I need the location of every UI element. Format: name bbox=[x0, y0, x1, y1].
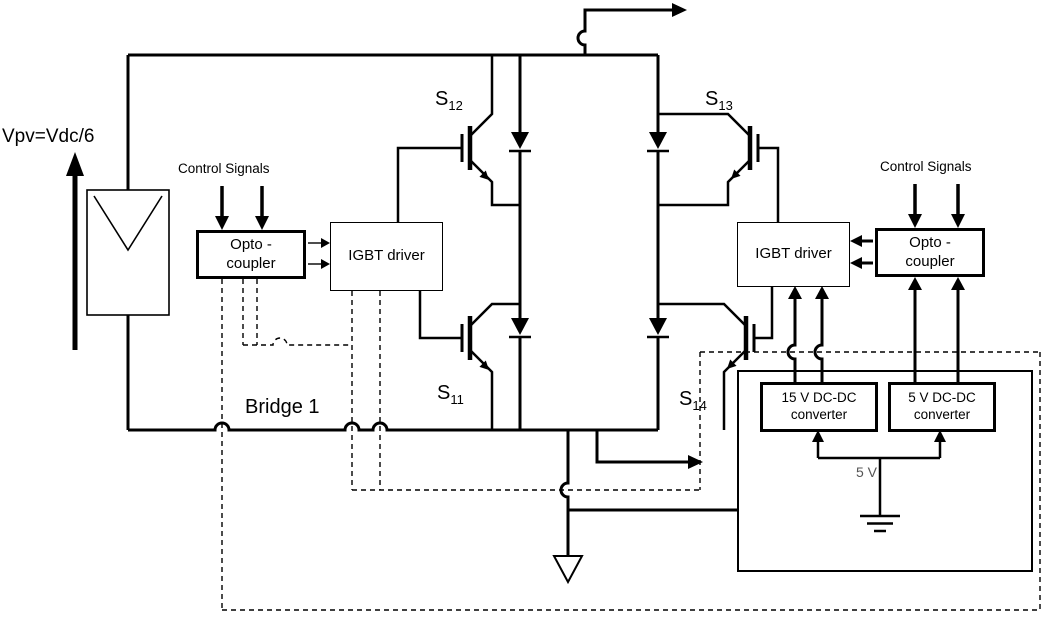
five-volt-feed-wires bbox=[812, 430, 946, 516]
igbt-s11-symbol bbox=[460, 302, 520, 430]
opto-coupler-right-label-line1: Opto - bbox=[909, 233, 951, 251]
freewheel-diodes bbox=[509, 132, 669, 339]
switch-s14-subscript: 14 bbox=[692, 398, 707, 413]
dcdc-5v-converter-block: 5 V DC-DC converter bbox=[888, 382, 996, 432]
igbt-driver-right-block: IGBT driver bbox=[737, 222, 850, 287]
switch-s13-base: S bbox=[705, 88, 719, 110]
diode-s14 bbox=[647, 318, 669, 339]
switch-label-s12: S12 bbox=[435, 88, 463, 113]
switch-s14-base: S bbox=[679, 388, 693, 410]
dashed-signal-paths bbox=[221, 279, 1041, 611]
igbt-driver-left-label: IGBT driver bbox=[348, 247, 425, 265]
output-wire-top bbox=[576, 8, 672, 55]
igbt-s14-symbol bbox=[658, 302, 756, 430]
pv-panel-symbol bbox=[86, 189, 170, 316]
bottom-bus-wire bbox=[128, 421, 658, 432]
switch-s12-subscript: 12 bbox=[448, 98, 463, 113]
igbt-s13-symbol bbox=[658, 112, 760, 207]
diode-s11 bbox=[509, 318, 531, 339]
switch-label-s13: S13 bbox=[705, 88, 733, 113]
opto-to-driver-arrows-right bbox=[850, 235, 873, 269]
supply-5v-opto-wires bbox=[908, 277, 965, 382]
power-supply-enclosure bbox=[737, 370, 1033, 572]
igbt-driver-left-block: IGBT driver bbox=[330, 222, 443, 291]
igbt-driver-right-label: IGBT driver bbox=[755, 245, 832, 263]
opto-coupler-right-block: Opto - coupler bbox=[875, 228, 985, 277]
switch-s11-subscript: 11 bbox=[450, 392, 464, 407]
chassis-ground-symbol bbox=[552, 555, 584, 585]
dcdc-15v-label-line1: 15 V DC-DC bbox=[781, 390, 857, 406]
output-arrowheads bbox=[672, 3, 703, 469]
dcdc-5v-label-line2: converter bbox=[913, 407, 971, 422]
opto-to-driver-arrows-left bbox=[308, 238, 330, 269]
switch-s13-subscript: 13 bbox=[718, 98, 733, 113]
control-signals-right-label: Control Signals bbox=[880, 159, 972, 174]
gate-drive-wires bbox=[396, 146, 780, 340]
switch-s12-base: S bbox=[435, 88, 449, 110]
switch-s11-base: S bbox=[437, 382, 451, 404]
switch-label-s14: S14 bbox=[679, 388, 707, 413]
diode-s12 bbox=[509, 132, 531, 153]
opto-coupler-right-label-line2: coupler bbox=[905, 252, 955, 270]
output-arrow-mid bbox=[688, 455, 703, 469]
dcdc-5v-label-line1: 5 V DC-DC bbox=[908, 390, 976, 406]
switch-label-s11: S11 bbox=[437, 382, 464, 407]
igbt-s12-symbol bbox=[460, 55, 520, 207]
earth-ground-symbol bbox=[860, 514, 900, 533]
bridge-wires bbox=[126, 8, 737, 556]
output-arrow-top bbox=[672, 3, 687, 17]
vpv-voltage-arrow bbox=[66, 152, 84, 350]
opto-coupler-left-label-line1: Opto - bbox=[230, 235, 272, 253]
supply-15v-wires bbox=[786, 286, 829, 382]
ground-stem-wire bbox=[559, 430, 737, 556]
dcdc-15v-label-line2: converter bbox=[790, 407, 848, 422]
control-signals-left-label: Control Signals bbox=[178, 161, 270, 176]
vpv-label: Vpv=Vdc/6 bbox=[2, 126, 95, 147]
bridge-label: Bridge 1 bbox=[245, 396, 320, 418]
opto-coupler-left-block: Opto - coupler bbox=[196, 230, 306, 279]
output-wire-mid bbox=[595, 430, 688, 464]
dcdc-15v-converter-block: 15 V DC-DC converter bbox=[760, 382, 878, 432]
control-signal-arrows-left bbox=[215, 186, 269, 230]
control-signal-arrows-right bbox=[908, 184, 965, 228]
opto-coupler-left-label-line2: coupler bbox=[226, 254, 276, 272]
diode-s13 bbox=[647, 132, 669, 153]
five-volt-label: 5 V bbox=[856, 464, 878, 480]
